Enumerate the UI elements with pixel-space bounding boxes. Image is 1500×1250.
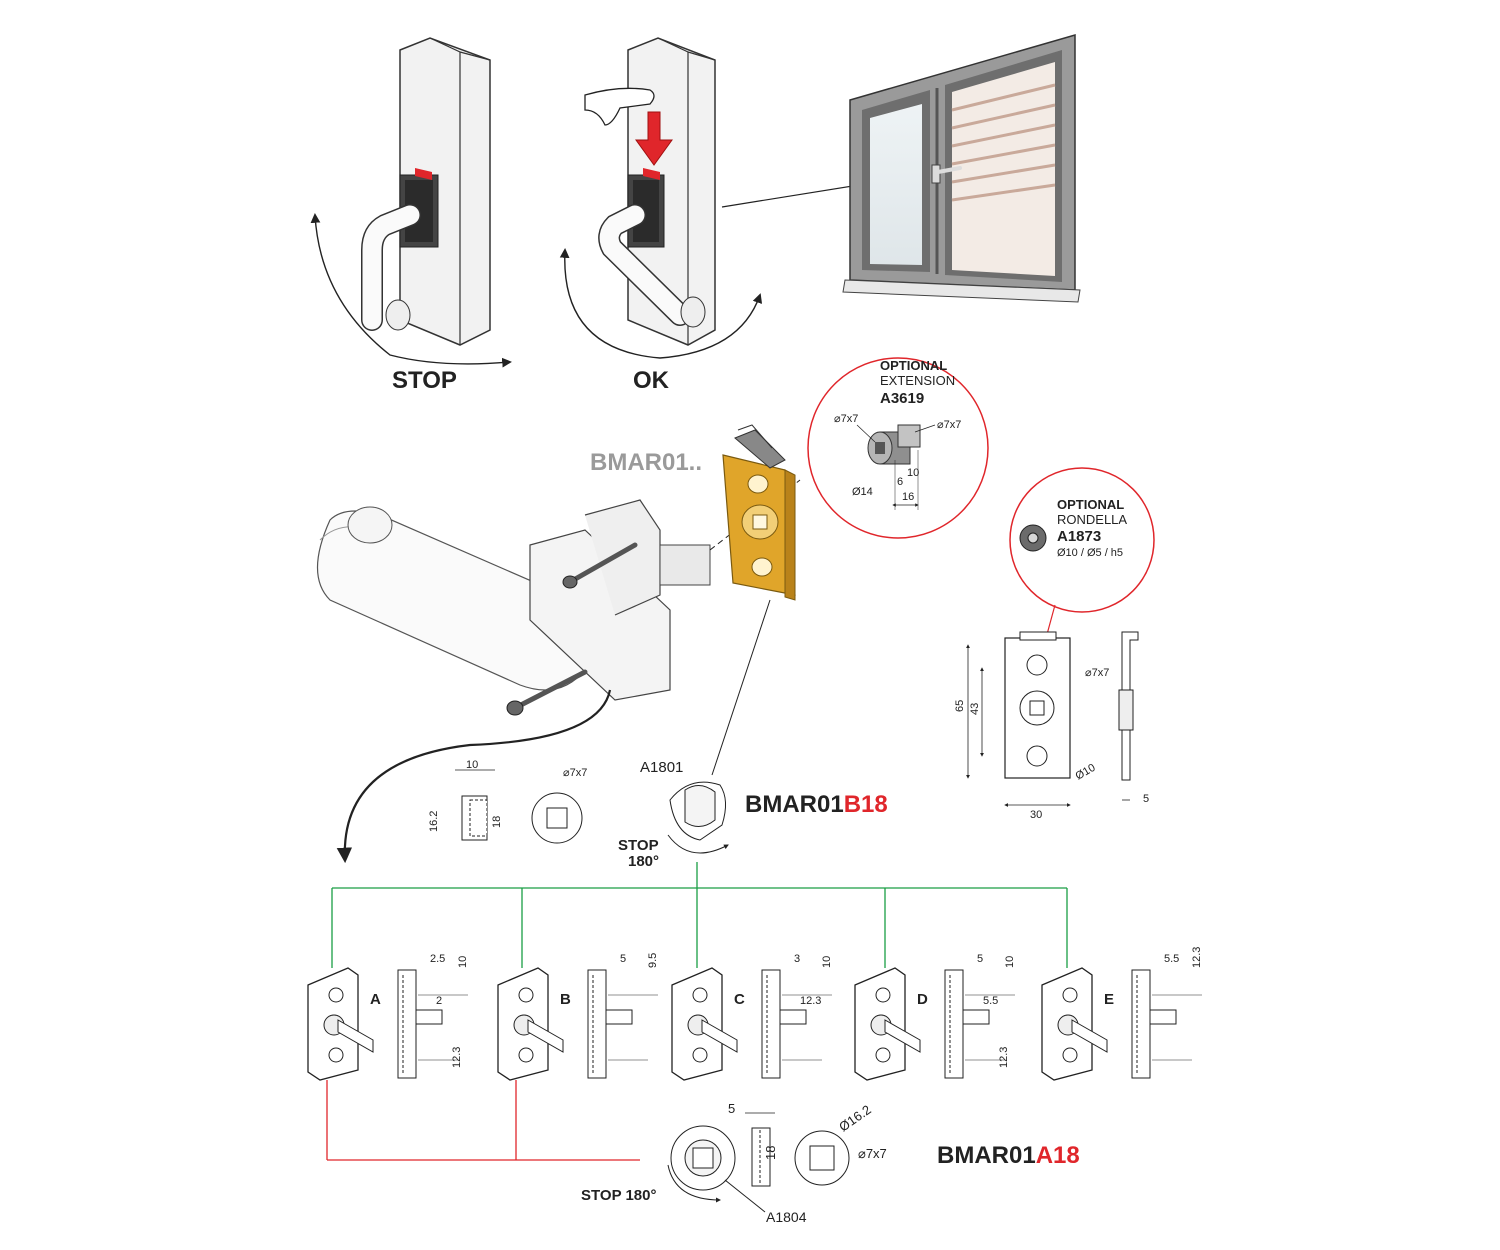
ok-label: OK	[633, 367, 670, 394]
variant-a: A 2.5 10 2 12.3	[307, 953, 469, 1081]
variant-dimension: 12.3	[1191, 947, 1203, 968]
variant-dimension: 12.3	[451, 1047, 463, 1068]
plate-dim-square: ⌀7x7	[1085, 667, 1109, 679]
optional-extension-callout: OPTIONAL EXTENSION A3619 ⌀7x7 ⌀7x7 Ø14 6…	[807, 357, 989, 539]
a18-code: BMAR01A18	[937, 1142, 1080, 1169]
ext-dim-right: ⌀7x7	[937, 419, 961, 431]
plate-dim-65: 65	[954, 700, 966, 712]
plate-dim-43: 43	[969, 703, 981, 715]
a18-dim-162: Ø16.2	[836, 1102, 874, 1135]
handle-exploded-view	[316, 424, 801, 864]
washer-spec: Ø10 / Ø5 / h5	[1057, 547, 1123, 559]
variant-letter: D	[917, 991, 928, 1008]
b18-dim-10: 10	[466, 759, 478, 771]
variant-b: B 5 9.5	[497, 953, 659, 1081]
variant-letter: E	[1104, 991, 1114, 1008]
variant-dimension: 5.5	[1164, 953, 1179, 965]
variant-letter: A	[370, 991, 381, 1008]
b18-code: BMAR01B18	[745, 791, 888, 818]
b18-square: ⌀7x7	[563, 767, 587, 779]
variant-e: E 5.5 12.3	[1041, 947, 1203, 1081]
a18-dim-18: 18	[763, 1146, 778, 1160]
product-code-gray: BMAR01..	[590, 449, 702, 476]
ext-dim-dia: Ø14	[852, 486, 873, 498]
washer-optional: OPTIONAL	[1057, 497, 1124, 512]
b18-section: 10 16.2 18 ⌀7x7 A1801 STOP 180° BMAR01B1…	[428, 759, 888, 870]
variant-dimension: 5.5	[983, 995, 998, 1007]
plate-dim-30: 30	[1030, 809, 1042, 821]
ext-dim-16: 16	[902, 491, 914, 503]
optional-washer-callout: OPTIONAL RONDELLA A1873 Ø10 / Ø5 / h5	[1009, 467, 1155, 661]
a18-section: STOP 180° A1804 5 18 Ø16.2 ⌀7x7 BMAR01A1…	[581, 1101, 1080, 1225]
variant-dimension: 5	[620, 953, 626, 965]
variant-dimension: 3	[794, 953, 800, 965]
variant-c: C 3 10 12.3	[671, 953, 833, 1081]
variant-dimension: 2.5	[430, 953, 445, 965]
washer-rondella: RONDELLA	[1057, 512, 1127, 527]
variant-connector	[331, 862, 1068, 968]
plate-technical-drawing: 65 43 30 Ø10 ⌀7x7 5	[954, 631, 1149, 821]
window-illustration	[721, 34, 1081, 303]
ext-dim-left: ⌀7x7	[834, 413, 858, 425]
ok-illustration: OK	[559, 37, 763, 394]
a18-square: ⌀7x7	[858, 1146, 887, 1161]
washer-code: A1873	[1057, 528, 1101, 545]
a18-dim-5: 5	[728, 1101, 735, 1116]
ext-extension: EXTENSION	[880, 373, 955, 388]
ext-code: A3619	[880, 390, 924, 407]
b18-dim-18: 18	[491, 816, 503, 828]
ext-dim-6: 6	[897, 476, 903, 488]
a18-part: A1804	[766, 1209, 807, 1225]
ext-dim-10: 10	[907, 467, 919, 479]
b18-stop-2: 180°	[628, 853, 659, 870]
a18-stop: STOP 180°	[581, 1187, 657, 1204]
variant-dimension: 10	[821, 956, 833, 968]
ext-optional: OPTIONAL	[880, 358, 947, 373]
variant-letter: C	[734, 991, 745, 1008]
variant-dimension: 12.3	[800, 995, 821, 1007]
b18-dim-162: 16.2	[428, 811, 440, 832]
b18-stop-1: STOP	[618, 837, 659, 854]
variant-dimension: 10	[1004, 956, 1016, 968]
variant-dimension: 2	[436, 995, 442, 1007]
stop-illustration: STOP	[310, 37, 512, 394]
variant-dimension: 10	[457, 956, 469, 968]
a18-connector	[326, 1080, 640, 1161]
variant-letter: B	[560, 991, 571, 1008]
plate-dim-hole: Ø10	[1074, 762, 1098, 783]
variant-d: D 5 10 5.5 12.3	[854, 953, 1016, 1081]
variant-dimension: 12.3	[998, 1047, 1010, 1068]
b18-part: A1801	[640, 759, 683, 776]
variant-dimension: 9.5	[647, 953, 659, 968]
variant-dimension: 5	[977, 953, 983, 965]
stop-label: STOP	[392, 367, 457, 394]
plate-dim-5: 5	[1143, 793, 1149, 805]
